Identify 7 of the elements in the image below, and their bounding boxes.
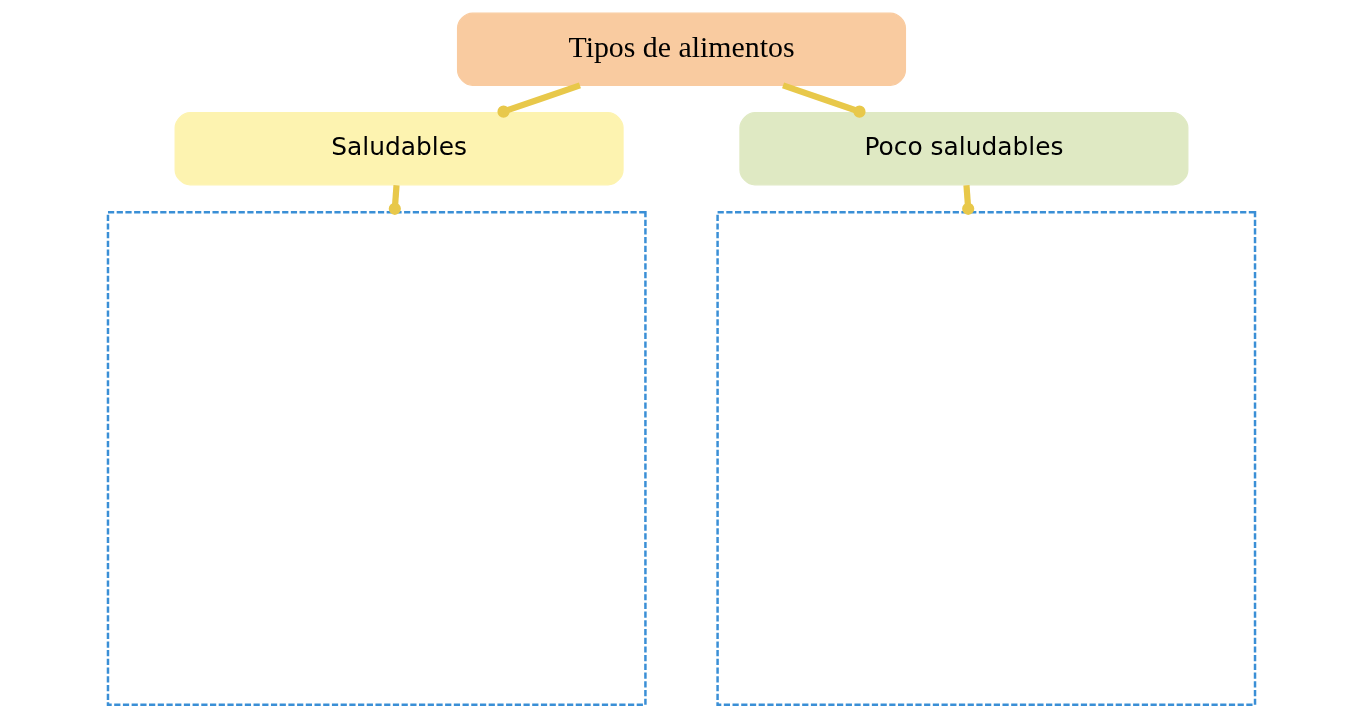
node-box (106, 210, 647, 707)
connector (388, 185, 401, 215)
node-box: Saludables (174, 112, 624, 186)
node-box: Tipos de alimentos (456, 12, 906, 86)
node-box: Poco saludables (738, 112, 1188, 186)
node-box (715, 210, 1256, 707)
connector (961, 185, 974, 215)
